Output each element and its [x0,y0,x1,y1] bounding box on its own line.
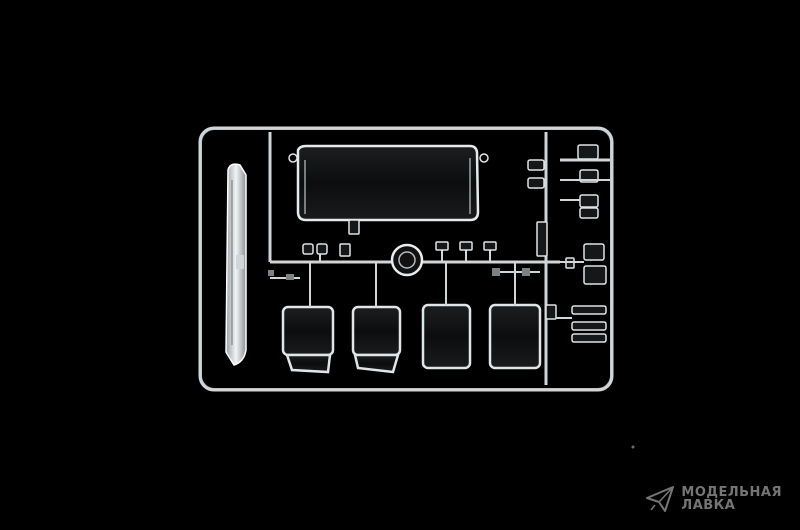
side-window-strip [225,163,247,366]
flash-tabs [268,268,530,280]
sprue-frame [198,126,614,392]
right-edge-tabs [556,179,610,319]
paper-plane-logo-icon [646,486,675,512]
watermark-line1: МОДЕЛЬНАЯ [681,485,782,500]
clear-windshield [288,144,489,222]
door-windows [281,303,542,374]
small-parts [302,144,607,343]
dust-speck [631,445,635,449]
watermark-text: МОДЕЛЬНАЯ ЛАВКА [681,486,782,512]
frame-highlights [201,129,611,389]
gate-runners [270,248,540,307]
watermark-line2: ЛАВКА [681,498,736,513]
round-lens [390,243,424,277]
watermark: МОДЕЛЬНАЯ ЛАВКА [645,484,782,514]
